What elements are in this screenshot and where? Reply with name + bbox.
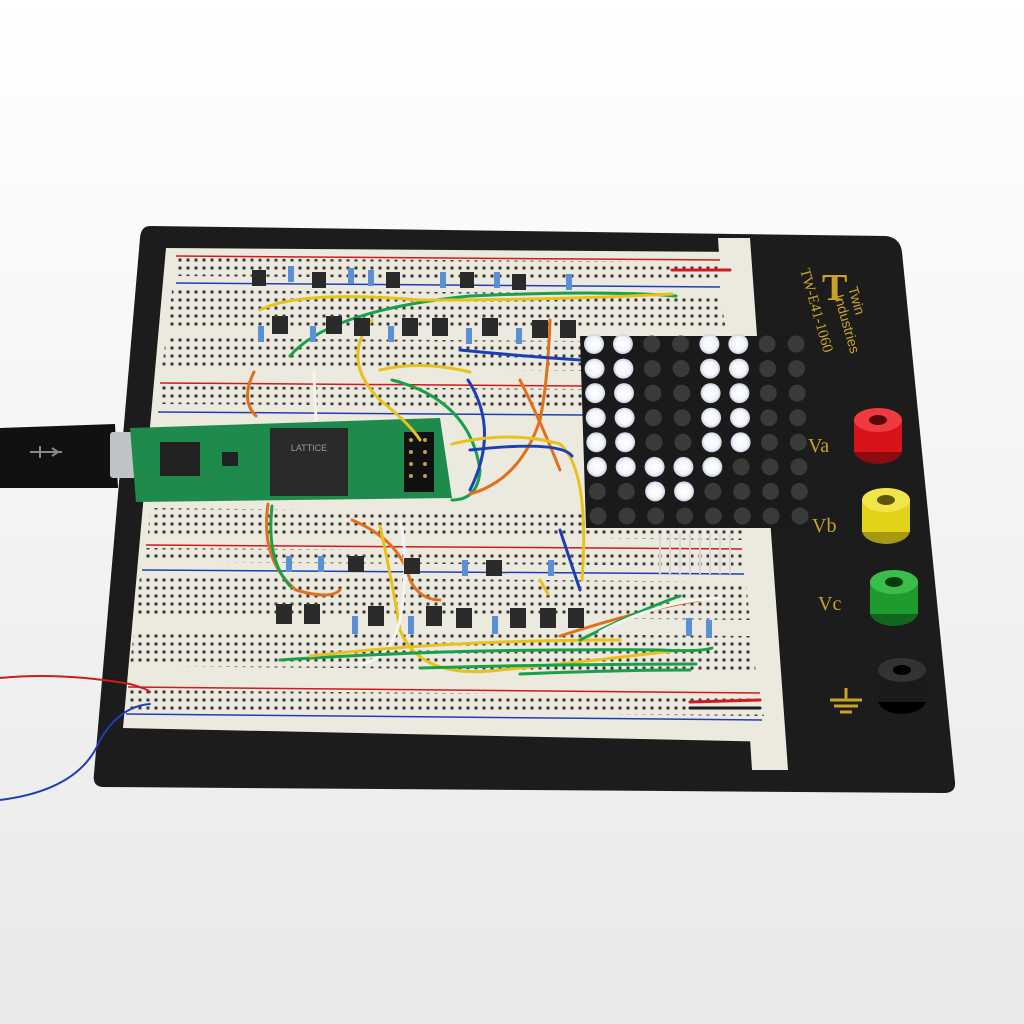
led-on — [702, 456, 723, 477]
fpga-board: LATTICE — [130, 418, 452, 502]
jumper-wires — [0, 268, 762, 801]
led-matrix — [580, 334, 809, 574]
led-on — [615, 456, 636, 477]
led-on — [674, 481, 694, 502]
led-off — [676, 507, 694, 525]
led-off — [790, 458, 808, 476]
led-matrix-pins — [659, 534, 731, 574]
led-on — [584, 358, 605, 379]
usb-icon — [30, 446, 62, 458]
led-on — [586, 432, 607, 453]
led-on — [585, 407, 606, 428]
led-off — [762, 507, 780, 525]
led-on — [612, 334, 633, 354]
led-off — [787, 335, 805, 353]
led-on — [700, 383, 721, 404]
led-on — [585, 383, 606, 404]
ground-binding-post-icon — [878, 658, 926, 714]
terminal-vb[interactable]: Vb — [812, 488, 910, 544]
led-off — [788, 360, 806, 378]
led-off — [588, 482, 606, 500]
led-off — [647, 507, 665, 525]
led-off — [733, 507, 751, 525]
led-on — [645, 481, 666, 502]
green-binding-post-icon — [870, 570, 918, 626]
ground-symbol-icon — [830, 688, 862, 714]
terminal-va[interactable]: Va — [808, 408, 902, 464]
terminal-va-label: Va — [808, 435, 829, 457]
resistors — [258, 266, 712, 638]
led-on — [701, 432, 722, 453]
led-on — [673, 456, 694, 477]
led-off — [645, 433, 663, 451]
led-off — [644, 384, 662, 402]
led-off — [733, 482, 751, 500]
led-off — [644, 409, 662, 427]
fpga-chip-marking: LATTICE — [291, 443, 327, 453]
binding-posts: Va Vb Vc — [808, 408, 926, 714]
led-off — [759, 384, 777, 402]
terminal-vc[interactable]: Vc — [818, 570, 918, 626]
led-off — [589, 507, 607, 525]
led-off — [760, 433, 778, 451]
led-off — [761, 458, 779, 476]
logo-mark-icon: T — [822, 267, 847, 309]
led-on — [615, 432, 636, 453]
led-off — [759, 360, 777, 378]
red-binding-post-icon — [854, 408, 902, 464]
led-on — [728, 334, 749, 354]
led-off — [790, 482, 808, 500]
led-off — [704, 507, 722, 525]
led-on — [700, 358, 720, 379]
led-off — [643, 335, 661, 353]
led-off — [643, 360, 661, 378]
brand-name-line1: Twin — [845, 284, 868, 316]
terminal-vc-label: Vc — [818, 593, 841, 615]
led-off — [789, 409, 807, 427]
led-on — [729, 383, 750, 404]
led-on — [730, 407, 750, 428]
led-off — [672, 360, 690, 378]
led-off — [673, 384, 691, 402]
led-off — [788, 384, 806, 402]
led-on — [701, 407, 722, 428]
led-matrix-grid — [584, 334, 809, 525]
led-on — [699, 334, 720, 354]
led-off — [758, 335, 776, 353]
terminal-ground[interactable] — [830, 658, 926, 714]
led-on — [614, 407, 635, 428]
led-off — [762, 482, 780, 500]
led-off — [760, 409, 778, 427]
led-off — [618, 507, 636, 525]
led-off — [673, 409, 691, 427]
led-on — [730, 432, 751, 453]
led-off — [672, 335, 690, 353]
led-off — [732, 458, 750, 476]
led-on — [728, 358, 749, 379]
terminal-vb-label: Vb — [812, 515, 836, 537]
led-on — [586, 456, 607, 477]
led-on — [613, 358, 634, 379]
led-on — [644, 456, 665, 477]
led-on — [584, 334, 604, 354]
led-off — [674, 433, 692, 451]
led-off — [617, 482, 635, 500]
led-off — [789, 433, 807, 451]
led-off — [791, 507, 809, 525]
led-on — [614, 383, 634, 404]
transistors — [252, 270, 584, 628]
led-off — [704, 482, 722, 500]
yellow-binding-post-icon — [862, 488, 910, 544]
